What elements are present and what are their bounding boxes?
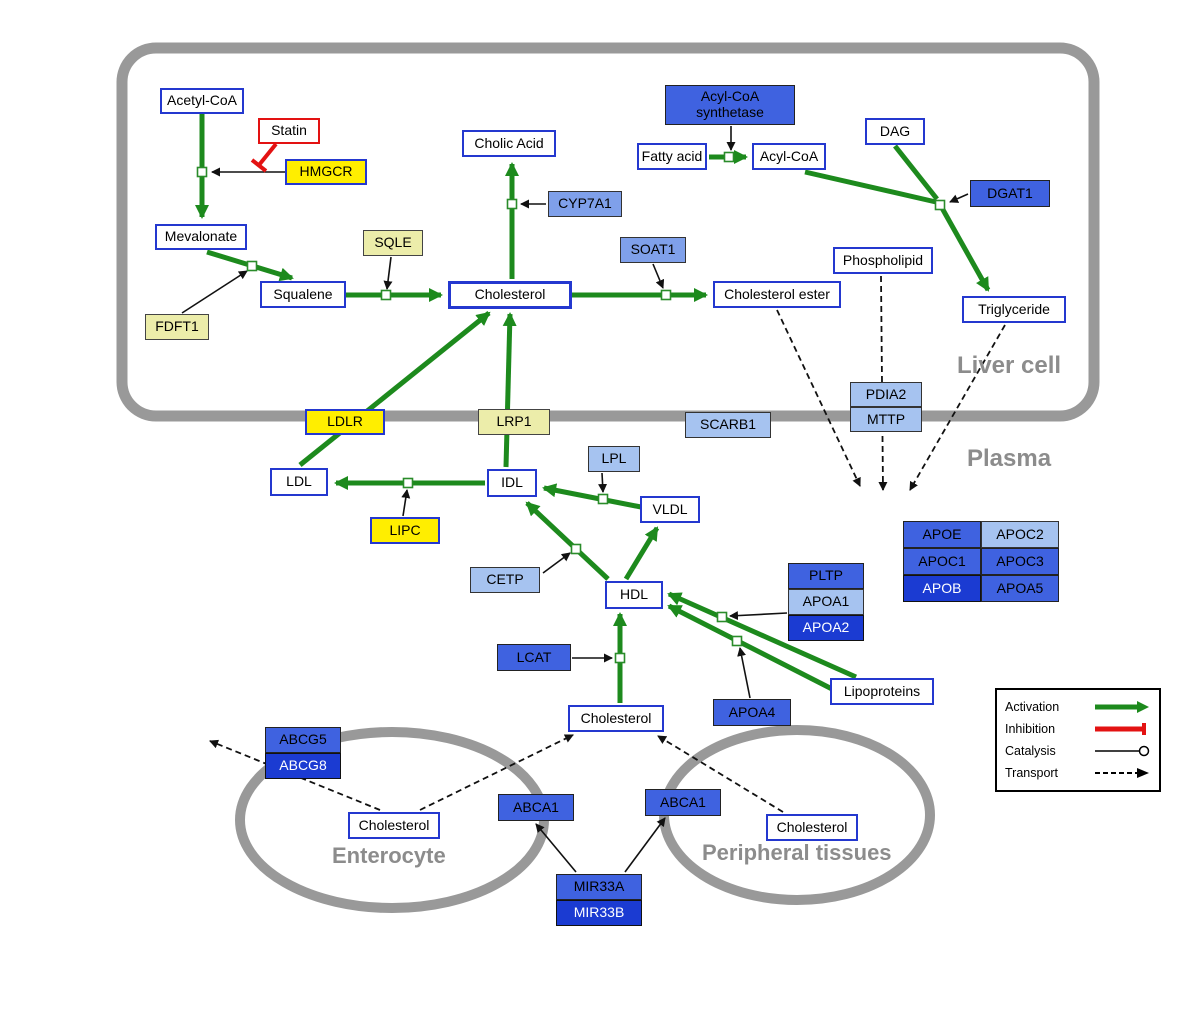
node-ldl[interactable]: LDL [270,468,328,496]
catalysis-edges [181,126,969,873]
node-apoe[interactable]: APOE [903,521,981,548]
node-acetyl-coa[interactable]: Acetyl-CoA [160,88,244,114]
node-cholesterol-enterocyte[interactable]: Cholesterol [348,812,440,839]
reaction-node-squares [196,151,946,664]
node-idl[interactable]: IDL [487,469,537,497]
node-apoa1[interactable]: APOA1 [788,589,864,615]
node-lpl[interactable]: LPL [588,446,640,472]
node-triglyceride[interactable]: Triglyceride [962,296,1066,323]
node-scarb1[interactable]: SCARB1 [685,412,771,438]
node-cholesterol-peripheral[interactable]: Cholesterol [766,814,858,841]
node-apoa4[interactable]: APOA4 [713,699,791,726]
node-statin[interactable]: Statin [258,118,320,144]
legend-inhibition-label: Inhibition [1005,722,1056,736]
liver-cell-label: Liver cell [957,352,1062,379]
inhibition-edge [250,142,278,173]
enterocyte-label: Enterocyte [332,843,446,868]
legend: Activation Inhibition Catalysis Transpor… [995,688,1161,792]
node-cholic-acid[interactable]: Cholic Acid [462,130,556,157]
node-cholesterol-liver[interactable]: Cholesterol [448,281,572,309]
node-pdia2[interactable]: PDIA2 [850,382,922,407]
legend-row-activation: Activation [1005,696,1151,718]
node-acyl-coa-synthetase[interactable]: Acyl-CoA synthetase [665,85,795,125]
activation-edges [195,114,991,703]
inhibition-tbar-icon [1095,723,1146,735]
node-phospholipid[interactable]: Phospholipid [833,247,933,274]
liver-cell-membrane [116,42,1100,422]
node-dgat1[interactable]: DGAT1 [970,180,1050,207]
transport-dashed-arrow-icon [1095,768,1149,778]
legend-row-inhibition: Inhibition [1005,718,1151,740]
node-abcg5[interactable]: ABCG5 [265,727,341,753]
node-pltp[interactable]: PLTP [788,563,864,589]
node-soat1[interactable]: SOAT1 [620,237,686,263]
node-lrp1[interactable]: LRP1 [478,409,550,435]
node-fdft1[interactable]: FDFT1 [145,314,209,340]
node-ldlr[interactable]: LDLR [305,409,385,435]
legend-catalysis-label: Catalysis [1005,744,1056,758]
node-abcg8[interactable]: ABCG8 [265,753,341,779]
node-apoc2[interactable]: APOC2 [981,521,1059,548]
plasma-label: Plasma [967,445,1052,472]
node-apoc1[interactable]: APOC1 [903,548,981,575]
node-mevalonate[interactable]: Mevalonate [155,224,247,250]
node-lipc[interactable]: LIPC [370,517,440,544]
node-cyp7a1[interactable]: CYP7A1 [548,191,622,217]
node-apoa5[interactable]: APOA5 [981,575,1059,602]
node-squalene[interactable]: Squalene [260,281,346,308]
peripheral-tissues-label: Peripheral tissues [702,840,892,865]
node-lcat[interactable]: LCAT [497,644,571,671]
node-abca1-enterocyte[interactable]: ABCA1 [498,794,574,821]
legend-row-catalysis: Catalysis [1005,740,1151,762]
node-cetp[interactable]: CETP [470,567,540,593]
legend-activation-label: Activation [1005,700,1060,714]
node-cholesterol-plasma[interactable]: Cholesterol [568,705,664,732]
legend-transport-label: Transport [1005,766,1059,780]
node-mir33a[interactable]: MIR33A [556,874,642,900]
node-cholesterol-ester[interactable]: Cholesterol ester [713,281,841,308]
catalysis-circle-icon [1095,745,1150,757]
node-hmgcr[interactable]: HMGCR [285,159,367,185]
node-mir33b[interactable]: MIR33B [556,900,642,926]
activation-arrow-icon [1095,701,1149,713]
node-mttp[interactable]: MTTP [850,407,922,432]
node-vldl[interactable]: VLDL [640,496,700,523]
node-dag[interactable]: DAG [865,118,925,145]
node-acyl-coa[interactable]: Acyl-CoA [752,143,826,170]
node-lipoproteins[interactable]: Lipoproteins [830,678,934,705]
node-abca1-peripheral[interactable]: ABCA1 [645,789,721,816]
node-fatty-acid[interactable]: Fatty acid [637,143,707,170]
node-apoa2[interactable]: APOA2 [788,615,864,641]
legend-row-transport: Transport [1005,762,1151,784]
node-hdl[interactable]: HDL [605,581,663,609]
node-apob[interactable]: APOB [903,575,981,602]
node-sqle[interactable]: SQLE [363,230,423,256]
node-apoc3[interactable]: APOC3 [981,548,1059,575]
